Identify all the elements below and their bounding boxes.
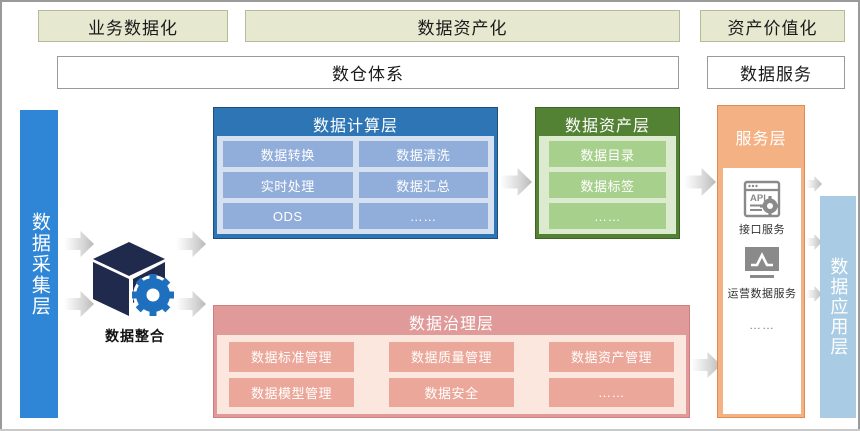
asset-cell-data-catalog[interactable]: 数据目录 — [549, 141, 666, 167]
service-layer-body: API 接口服务 — [723, 168, 801, 414]
arrow-compute-to-asset — [500, 168, 532, 196]
arrow-service-to-app-1 — [806, 176, 822, 192]
banner-chip-asset-valuation: 资产价值化 — [700, 10, 845, 42]
svg-text:API: API — [750, 193, 766, 204]
data-governance-layer-title: 数据治理层 — [408, 316, 494, 333]
governance-cell-data-standard-mgmt[interactable]: 数据标准管理 — [229, 342, 354, 372]
frame-top-border — [0, 0, 860, 2]
banner-box-data-service: 数据服务 — [707, 56, 845, 89]
compute-cell-data-aggregation[interactable]: 数据汇总 — [358, 172, 488, 198]
api-window-gear-icon: API — [743, 180, 781, 218]
service-item-operational-data[interactable]: 运营数据服务 — [728, 244, 797, 302]
governance-cell-data-asset-mgmt[interactable]: 数据资产管理 — [549, 342, 674, 372]
gear-icon — [132, 274, 174, 316]
frame-left-border — [0, 0, 2, 431]
asset-cell-more[interactable]: …… — [549, 203, 666, 229]
service-item-api[interactable]: API 接口服务 — [739, 178, 785, 238]
governance-cell-more[interactable]: …… — [549, 377, 674, 407]
service-layer-title: 服务层 — [735, 131, 787, 148]
data-integration-node: 数据整合 — [85, 240, 185, 346]
asset-cell-data-tag[interactable]: 数据标签 — [549, 172, 666, 198]
compute-cell-realtime-processing[interactable]: 实时处理 — [223, 172, 353, 198]
cube-icon — [93, 242, 174, 316]
data-asset-layer-body: 数据目录 数据标签 …… — [539, 136, 676, 234]
data-compute-layer: 数据计算层 数据转换 数据清洗 实时处理 数据汇总 ODS …… — [213, 107, 498, 239]
frame-bottom-border — [0, 429, 860, 431]
frame-right-border — [858, 0, 860, 431]
compute-cell-data-cleaning[interactable]: 数据清洗 — [358, 141, 488, 167]
monitor-chart-icon — [745, 246, 779, 278]
banner-chip-business-datafication: 业务数据化 — [38, 10, 228, 42]
governance-cell-data-security[interactable]: 数据安全 — [389, 377, 514, 407]
governance-cell-data-quality-mgmt[interactable]: 数据质量管理 — [389, 342, 514, 372]
data-compute-layer-title: 数据计算层 — [312, 117, 398, 135]
compute-cell-data-transform[interactable]: 数据转换 — [223, 141, 353, 167]
arrow-service-to-app-3 — [806, 286, 822, 302]
service-item-api-label: 接口服务 — [739, 224, 785, 236]
service-layer: 服务层 API — [717, 105, 805, 418]
compute-cell-more[interactable]: …… — [358, 203, 488, 229]
service-item-more[interactable]: …… — [749, 317, 775, 332]
data-application-layer-bar: 数据应用层 — [820, 196, 856, 418]
data-asset-layer: 数据资产层 数据目录 数据标签 …… — [535, 107, 680, 239]
data-collection-layer-bar: 数据采集层 — [20, 110, 58, 418]
arrow-service-to-app-2 — [806, 234, 822, 250]
service-item-operational-data-label: 运营数据服务 — [727, 287, 797, 300]
data-governance-layer: 数据治理层 数据标准管理 数据质量管理 数据资产管理 数据模型管理 数据安全 …… — [213, 305, 690, 418]
data-compute-layer-body: 数据转换 数据清洗 实时处理 数据汇总 ODS …… — [217, 136, 494, 234]
data-asset-layer-title: 数据资产层 — [564, 117, 650, 135]
banner-chip-data-assetization: 数据资产化 — [245, 10, 680, 42]
banner-box-data-warehouse-system: 数仓体系 — [57, 56, 679, 89]
data-integration-label: 数据整合 — [105, 328, 165, 344]
compute-cell-ods[interactable]: ODS — [223, 203, 353, 229]
data-governance-layer-body: 数据标准管理 数据质量管理 数据资产管理 数据模型管理 数据安全 …… — [217, 335, 686, 414]
governance-cell-data-model-mgmt[interactable]: 数据模型管理 — [229, 377, 354, 407]
arrow-asset-to-service — [684, 168, 716, 196]
